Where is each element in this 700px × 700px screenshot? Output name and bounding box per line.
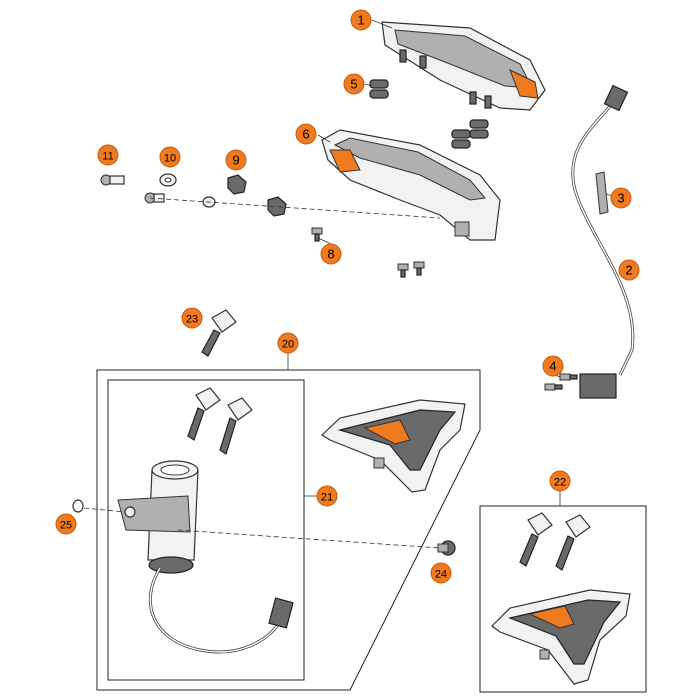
part-screw-24 xyxy=(437,540,456,556)
callout-6: 6 xyxy=(295,123,317,145)
part-washer-10 xyxy=(159,173,216,208)
callout-badge xyxy=(430,562,452,584)
frame-22 xyxy=(479,505,647,693)
callout-1: 1 xyxy=(350,9,372,31)
callout-label: 4 xyxy=(549,359,556,374)
part-key-23 xyxy=(201,309,237,357)
callout-badge xyxy=(350,9,372,31)
callout-badge xyxy=(316,485,338,507)
callout-label: 25 xyxy=(60,520,72,532)
callout-22: 22 xyxy=(549,470,571,492)
callout-23: 23 xyxy=(181,307,203,329)
callout-badge xyxy=(159,146,181,168)
part-cover-22 xyxy=(491,589,631,685)
frame-21 xyxy=(107,379,305,681)
callout-badge xyxy=(610,187,632,209)
part-oring-25 xyxy=(72,499,84,513)
part-bolt-11 xyxy=(100,174,165,204)
callout-label: 2 xyxy=(625,263,632,278)
callout-badge xyxy=(320,243,342,265)
part-keys-22 xyxy=(519,512,591,571)
callout-8: 8 xyxy=(320,243,342,265)
part-ignition-lock xyxy=(117,460,294,654)
callout-badge xyxy=(55,513,77,535)
part-screws-8 xyxy=(311,227,425,278)
part-screws-4 xyxy=(544,373,578,391)
callout-9: 9 xyxy=(225,149,247,171)
part-cover-20 xyxy=(321,399,466,493)
callout-label: 10 xyxy=(164,153,176,165)
callout-badge xyxy=(618,259,640,281)
callout-label: 9 xyxy=(232,153,239,168)
callout-11: 11 xyxy=(97,144,119,166)
callout-20: 20 xyxy=(277,332,299,354)
callout-label: 11 xyxy=(102,151,113,163)
callout-3: 3 xyxy=(610,187,632,209)
callout-label: 1 xyxy=(357,13,364,28)
callout-24: 24 xyxy=(430,562,452,584)
callout-label: 23 xyxy=(186,314,198,326)
callout-badge xyxy=(295,123,317,145)
callout-badge xyxy=(277,332,299,354)
callout-21: 21 xyxy=(316,485,338,507)
part-clip-3 xyxy=(595,171,609,215)
part-keys-21 xyxy=(187,387,253,455)
callout-label: 21 xyxy=(321,492,333,504)
callout-25: 25 xyxy=(55,513,77,535)
frame-20 xyxy=(96,369,481,691)
callout-label: 8 xyxy=(327,247,334,262)
part-wiring-harness xyxy=(571,84,635,399)
callout-badge xyxy=(181,307,203,329)
alignment-line-mount xyxy=(149,197,441,219)
part-instrument-housing xyxy=(321,129,501,241)
callout-badge xyxy=(549,470,571,492)
callout-label: 5 xyxy=(350,77,357,92)
callout-badge xyxy=(542,355,564,377)
part-nut-9 xyxy=(227,174,287,217)
callout-badge xyxy=(97,144,119,166)
part-instrument-cluster xyxy=(381,21,546,111)
part-grommets xyxy=(369,79,489,149)
callout-5: 5 xyxy=(343,73,365,95)
callout-badge xyxy=(343,73,365,95)
callout-label: 6 xyxy=(302,127,309,142)
callout-badge xyxy=(225,149,247,171)
callout-label: 24 xyxy=(435,569,447,581)
callout-label: 20 xyxy=(282,339,294,351)
callout-label: 22 xyxy=(554,477,566,489)
callout-4: 4 xyxy=(542,355,564,377)
callout-label: 3 xyxy=(617,191,624,206)
alignment-line-lock xyxy=(83,507,441,549)
callout-10: 10 xyxy=(159,146,181,168)
callout-2: 2 xyxy=(618,259,640,281)
